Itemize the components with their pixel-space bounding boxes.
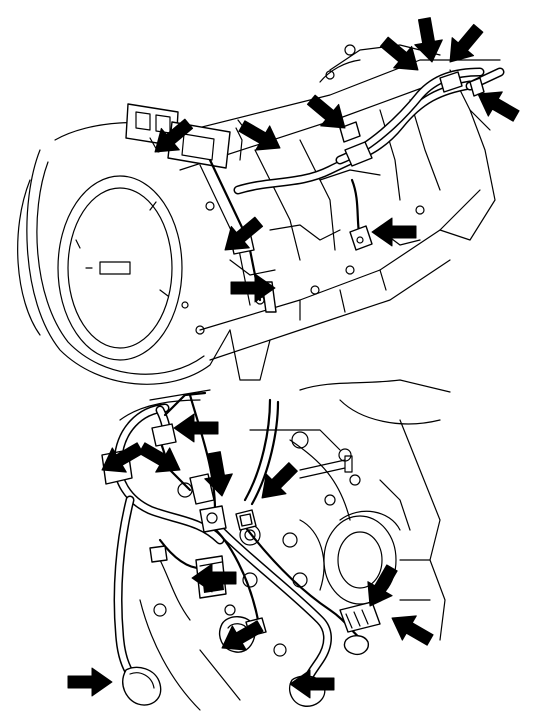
pointer-arrow-icon xyxy=(371,217,417,247)
pointer-arrow-icon xyxy=(438,18,490,72)
pointer-arrow-icon xyxy=(374,30,428,82)
pointer-arrow-icon xyxy=(384,605,438,653)
pointer-arrow-icon xyxy=(410,15,447,65)
pointer-arrow-icon xyxy=(215,210,269,262)
pointer-arrow-icon xyxy=(67,667,113,697)
lower-transmission-illustration xyxy=(67,379,451,711)
pointer-arrow-icon xyxy=(234,113,288,161)
upper-transmission-illustration xyxy=(17,15,524,385)
